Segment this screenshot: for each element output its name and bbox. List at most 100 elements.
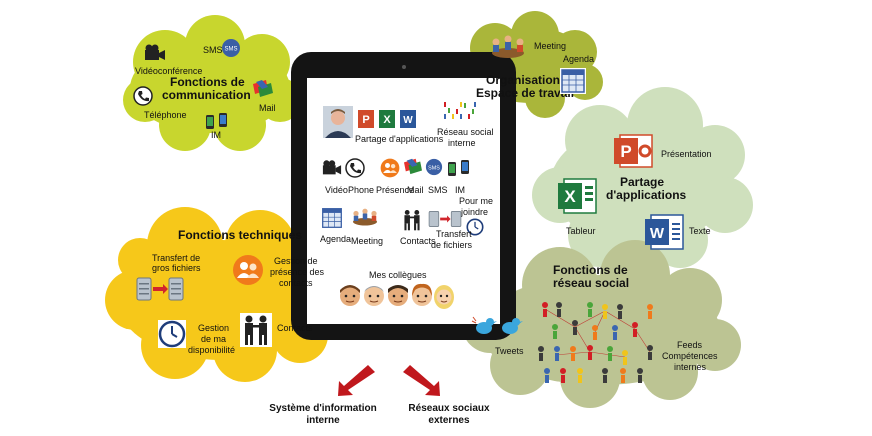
tweets-label: Tweets bbox=[495, 346, 524, 356]
feeds-label-1: Feeds bbox=[677, 340, 703, 350]
dispo-label-3: disponibilité bbox=[188, 345, 236, 355]
transfert-label-2: gros fichiers bbox=[152, 263, 201, 273]
social-network-mini-icon bbox=[443, 100, 477, 127]
mail-label: Mail bbox=[259, 103, 276, 113]
texte-label: Texte bbox=[689, 226, 711, 236]
sms-bubble-icon: SMS bbox=[221, 38, 241, 63]
tablet bbox=[291, 52, 516, 340]
mail-icon bbox=[252, 78, 274, 103]
svg-text:W: W bbox=[650, 225, 665, 242]
colleagues-avatars bbox=[338, 282, 454, 315]
tablet-joindre-label-1: Pour me bbox=[459, 196, 494, 206]
tablet-contacts-icon bbox=[401, 208, 423, 237]
svg-text:P: P bbox=[362, 114, 369, 126]
telephone-icon bbox=[133, 86, 153, 111]
organisation-meeting-label: Meeting bbox=[534, 41, 567, 51]
tablet-meeting-icon bbox=[350, 206, 380, 235]
tablet-contacts-label: Contacts bbox=[400, 236, 436, 246]
tablet-partage-label: Partage d'applications bbox=[355, 134, 444, 144]
feeds-label-2: Compétences bbox=[662, 351, 718, 361]
organisation-title-1: Organisation bbox=[486, 73, 561, 87]
tablet-presence-label: Présence bbox=[376, 185, 415, 195]
tablet-mail-label: Mail bbox=[407, 185, 424, 195]
tablet-sms-label: SMS bbox=[428, 185, 448, 195]
excel-icon: X bbox=[558, 176, 598, 221]
contacts-people-icon bbox=[240, 313, 272, 352]
agenda-calendar-icon bbox=[560, 68, 586, 99]
arrows bbox=[338, 365, 440, 396]
file-transfer-icon bbox=[136, 276, 184, 307]
presence-label-1: Gestion de bbox=[274, 256, 318, 266]
svg-text:SMS: SMS bbox=[428, 165, 440, 171]
reseau-title-1: Fonctions de bbox=[553, 263, 628, 277]
tablet-meeting-label: Meeting bbox=[351, 236, 384, 246]
reseaux-externes-label: Réseaux sociaux externes bbox=[404, 403, 494, 427]
presence-label-2: présence des bbox=[270, 267, 325, 277]
dispo-label-1: Gestion bbox=[198, 323, 230, 333]
user-avatar bbox=[323, 106, 353, 143]
tablet-agenda-label: Agenda bbox=[320, 234, 352, 244]
colleague-avatar-2 bbox=[364, 286, 384, 306]
tablet-phone-icon bbox=[345, 158, 365, 183]
si-interne-line2: interne bbox=[306, 415, 340, 426]
reseaux-externes-line2: externes bbox=[428, 415, 470, 426]
communication-title-2: communication bbox=[162, 88, 251, 102]
partage-title-2: d'applications bbox=[606, 188, 687, 202]
tablet-clock-icon bbox=[466, 218, 484, 241]
tableur-label: Tableur bbox=[566, 226, 596, 236]
feeds-label-3: internes bbox=[674, 362, 707, 372]
communication-title-1: Fonctions de bbox=[170, 75, 245, 89]
colleague-avatar-4 bbox=[412, 283, 432, 306]
si-interne-line1: Système d'information bbox=[269, 403, 377, 414]
svg-text:W: W bbox=[403, 115, 413, 126]
twitter-birds-icon bbox=[470, 313, 526, 346]
colleague-avatar-5 bbox=[434, 285, 454, 309]
clock-icon bbox=[158, 320, 186, 353]
svg-text:X: X bbox=[383, 114, 391, 126]
si-interne-label: Système d'information interne bbox=[268, 403, 378, 427]
videoconference-label: Vidéoconférence bbox=[135, 66, 203, 76]
tablet-transfer-icon bbox=[428, 210, 462, 233]
tablet-mail-icon bbox=[403, 157, 423, 180]
techniques-title: Fonctions techniques bbox=[178, 228, 303, 242]
tablet-im-icon bbox=[447, 159, 471, 182]
im-phones-icon bbox=[205, 112, 229, 135]
tablet-agenda-icon bbox=[321, 207, 343, 234]
reseaux-externes-line1: Réseaux sociaux bbox=[408, 403, 490, 414]
organisation-agenda-label: Agenda bbox=[563, 54, 595, 64]
video-camera-icon bbox=[144, 44, 166, 67]
tablet-phone-label: Phone bbox=[348, 185, 375, 195]
word-icon: W bbox=[645, 212, 685, 257]
telephone-label: Téléphone bbox=[144, 110, 187, 120]
tablet-video-icon bbox=[322, 159, 342, 182]
meeting-icon bbox=[488, 33, 528, 68]
presence-icon bbox=[232, 254, 264, 291]
svg-text:P: P bbox=[620, 142, 631, 161]
im-label: IM bbox=[211, 130, 221, 140]
presence-label-3: contacts bbox=[279, 278, 313, 288]
tablet-sms-icon: SMS bbox=[425, 158, 443, 181]
powerpoint-icon: P bbox=[614, 132, 654, 175]
sms-label: SMS bbox=[203, 45, 223, 55]
tablet-presence-icon bbox=[380, 158, 400, 183]
tablet-video-label: Vidéo bbox=[325, 185, 348, 195]
tablet-transfert-label-2: de fichiers bbox=[431, 240, 473, 250]
tablet-joindre-label-2: joindre bbox=[461, 207, 489, 217]
techniques-cloud bbox=[105, 207, 335, 382]
partage-title-1: Partage bbox=[620, 175, 665, 189]
svg-text:X: X bbox=[564, 187, 576, 206]
people-network-icon bbox=[535, 297, 660, 390]
reseau-title-2: réseau social bbox=[553, 276, 630, 290]
presentation-label: Présentation bbox=[661, 149, 712, 159]
transfert-label-1: Transfert de bbox=[152, 253, 201, 263]
colleague-avatar-1 bbox=[340, 285, 360, 306]
dispo-label-2: de ma bbox=[201, 334, 227, 344]
tablet-transfert-label-1: Transfert bbox=[436, 229, 472, 239]
svg-text:SMS: SMS bbox=[224, 47, 237, 53]
tablet-im-label: IM bbox=[455, 185, 465, 195]
tablet-reseau-label-2: interne bbox=[448, 138, 476, 148]
contacts-label: Contacts bbox=[277, 323, 313, 333]
tablet-reseau-label-1: Réseau social bbox=[437, 127, 494, 137]
